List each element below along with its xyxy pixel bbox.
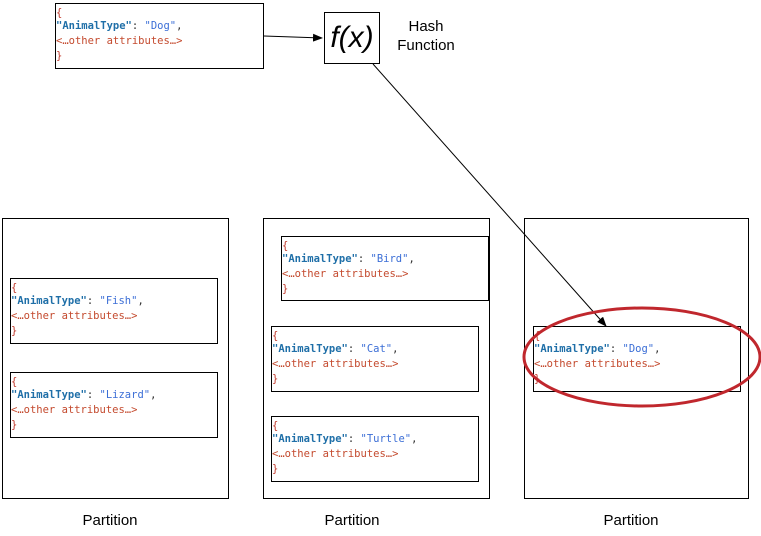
attribute-value: "Bird" bbox=[370, 253, 409, 265]
open-brace: { bbox=[56, 7, 63, 19]
open-brace: { bbox=[272, 420, 279, 432]
close-brace: } bbox=[272, 463, 279, 475]
open-brace: { bbox=[11, 282, 18, 294]
partition-2-label: Partition bbox=[324, 512, 380, 529]
colon: : bbox=[609, 343, 623, 355]
record-attribute-line: "AnimalType": "Lizard", bbox=[11, 388, 156, 403]
other-attributes: <…other attributes…> bbox=[272, 448, 399, 460]
highlight-ellipse bbox=[522, 306, 761, 408]
record-cat: { "AnimalType": "Cat", <…other attribute… bbox=[271, 326, 479, 392]
hash-to-partition-arrow bbox=[372, 63, 607, 327]
open-brace: { bbox=[272, 330, 279, 342]
comma: , bbox=[411, 433, 418, 445]
partition-1-label: Partition bbox=[82, 512, 138, 529]
attribute-key: "AnimalType" bbox=[11, 389, 87, 401]
other-attributes: <…other attributes…> bbox=[534, 358, 661, 370]
close-brace: } bbox=[272, 373, 279, 385]
other-attributes: <…other attributes…> bbox=[56, 35, 183, 47]
other-attributes: <…other attributes…> bbox=[11, 310, 138, 322]
hash-label-line1: Hash bbox=[408, 18, 444, 35]
other-attributes: <…other attributes…> bbox=[11, 404, 138, 416]
close-brace: } bbox=[11, 325, 18, 337]
partition-1 bbox=[2, 218, 229, 499]
close-brace: } bbox=[56, 50, 63, 62]
colon: : bbox=[131, 20, 145, 32]
attribute-value: "Fish" bbox=[99, 295, 138, 307]
comma: , bbox=[654, 343, 661, 355]
record-bird: { "AnimalType": "Bird", <…other attribut… bbox=[281, 236, 489, 301]
record-dog: { "AnimalType": "Dog", <…other attribute… bbox=[533, 326, 741, 392]
record-attribute-line: "AnimalType": "Cat", bbox=[272, 342, 398, 357]
attribute-key: "AnimalType" bbox=[282, 253, 358, 265]
record-attribute-line: "AnimalType": "Bird", bbox=[282, 252, 415, 267]
record-attribute-line: "AnimalType": "Fish", bbox=[11, 294, 144, 309]
comma: , bbox=[392, 343, 399, 355]
comma: , bbox=[150, 389, 157, 401]
record-attribute-line: "AnimalType": "Dog", bbox=[56, 19, 182, 34]
hash-function-box: f(x) bbox=[324, 12, 380, 64]
colon: : bbox=[86, 295, 100, 307]
other-attributes: <…other attributes…> bbox=[272, 358, 399, 370]
attribute-value: "Cat" bbox=[360, 343, 393, 355]
other-attributes: <…other attributes…> bbox=[282, 268, 409, 280]
comma: , bbox=[176, 20, 183, 32]
open-brace: { bbox=[282, 240, 289, 252]
attribute-value: "Dog" bbox=[144, 20, 177, 32]
colon: : bbox=[347, 433, 361, 445]
record-to-hash-arrow bbox=[263, 33, 323, 42]
attribute-value: "Turtle" bbox=[360, 433, 412, 445]
record-turtle: { "AnimalType": "Turtle", <…other attrib… bbox=[271, 416, 479, 482]
attribute-key: "AnimalType" bbox=[534, 343, 610, 355]
comma: , bbox=[408, 253, 415, 265]
colon: : bbox=[86, 389, 100, 401]
close-brace: } bbox=[11, 419, 18, 431]
record-attribute-line: "AnimalType": "Turtle", bbox=[272, 432, 417, 447]
attribute-key: "AnimalType" bbox=[56, 20, 132, 32]
record-attribute-line: "AnimalType": "Dog", bbox=[534, 342, 660, 357]
colon: : bbox=[357, 253, 371, 265]
attribute-value: "Dog" bbox=[622, 343, 655, 355]
record-fish: { "AnimalType": "Fish", <…other attribut… bbox=[10, 278, 218, 344]
record-lizard: { "AnimalType": "Lizard", <…other attrib… bbox=[10, 372, 218, 438]
attribute-key: "AnimalType" bbox=[272, 343, 348, 355]
attribute-key: "AnimalType" bbox=[11, 295, 87, 307]
attribute-key: "AnimalType" bbox=[272, 433, 348, 445]
close-brace: } bbox=[282, 283, 289, 295]
partition-3-label: Partition bbox=[603, 512, 659, 529]
colon: : bbox=[347, 343, 361, 355]
open-brace: { bbox=[11, 376, 18, 388]
attribute-value: "Lizard" bbox=[99, 389, 151, 401]
comma: , bbox=[137, 295, 144, 307]
source-record: { "AnimalType": "Dog", <…other attribute… bbox=[55, 3, 264, 69]
hash-label-line2: Function bbox=[397, 37, 455, 54]
hash-function-label: Hash Function bbox=[386, 17, 466, 55]
